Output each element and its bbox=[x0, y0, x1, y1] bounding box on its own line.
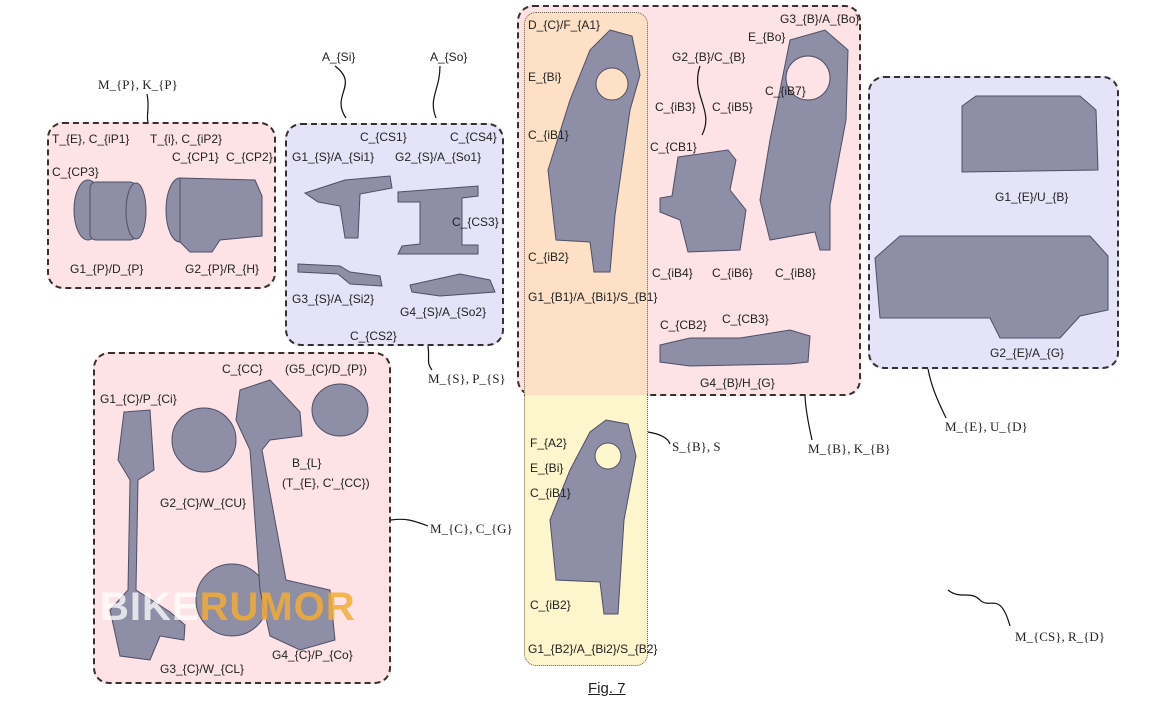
label-ccp3: C_{CP3} bbox=[52, 165, 99, 179]
label-ccc: C_{CC} bbox=[222, 362, 263, 376]
label-g4b: G4_{B}/H_{G} bbox=[700, 376, 775, 390]
part-g2s bbox=[397, 185, 479, 255]
part-g4c-outer-plate bbox=[235, 379, 336, 651]
label-cib2: C_{iB2} bbox=[528, 250, 569, 264]
arrow-label-asi: A_{Si} bbox=[322, 50, 356, 64]
label-cib5: C_{iB5} bbox=[712, 100, 753, 114]
ref-mp-kp: M_{P}, K_{P} bbox=[98, 77, 178, 92]
label-dc-fa1: D_{C}/F_{A1} bbox=[528, 18, 601, 32]
label-ccp1: C_{CP1} bbox=[172, 150, 219, 164]
label-cib1-2: C_{iB1} bbox=[530, 486, 571, 500]
part-g4s bbox=[409, 273, 496, 297]
label-g2p: G2_{P}/R_{H} bbox=[185, 262, 260, 276]
part-g1c-inner-plate bbox=[109, 409, 186, 661]
label-bl: B_{L} bbox=[292, 456, 322, 470]
label-ccs4: C_{CS4} bbox=[450, 130, 497, 144]
label-cib4: C_{iB4} bbox=[652, 266, 693, 280]
label-cib3: C_{iB3} bbox=[655, 100, 696, 114]
label-g3c: G3_{C}/W_{CL} bbox=[160, 662, 245, 676]
label-g4s: G4_{S}/A_{So2} bbox=[400, 305, 487, 319]
label-g2e: G2_{E}/A_{G} bbox=[990, 346, 1065, 360]
part-g3s bbox=[297, 263, 383, 287]
part-g5c-drive bbox=[311, 383, 369, 437]
arrow-label-aso: A_{So} bbox=[430, 50, 468, 64]
part-g4b bbox=[659, 329, 811, 367]
label-cib2-2: C_{iB2} bbox=[530, 598, 571, 612]
label-ccb1: C_{CB1} bbox=[650, 140, 697, 154]
label-cib6: C_{iB6} bbox=[712, 266, 753, 280]
figure-caption: Fig. 7 bbox=[588, 680, 626, 697]
label-ccp2: C_{CP2} bbox=[226, 150, 273, 164]
label-fa2: F_{A2} bbox=[530, 436, 567, 450]
part-g1b2 bbox=[549, 419, 637, 615]
label-g5c: (G5_{C}/D_{P}) bbox=[285, 362, 368, 376]
label-g1c: G1_{C}/P_{Ci} bbox=[100, 392, 177, 406]
label-g2c: G2_{C}/W_{CU} bbox=[160, 496, 247, 510]
group-s-box bbox=[285, 123, 504, 346]
label-g1p: G1_{P}/D_{P} bbox=[70, 262, 144, 276]
label-cib1: C_{iB1} bbox=[528, 128, 569, 142]
label-g2s: G2_{S}/A_{So1} bbox=[395, 150, 482, 164]
watermark-logo: BIKERUMOR bbox=[100, 585, 356, 629]
part-g2p-housing bbox=[165, 177, 263, 253]
label-g1e: G1_{E}/U_{B} bbox=[995, 190, 1069, 204]
part-g1b1 bbox=[547, 29, 641, 273]
ref-me-ud: M_{E}, U_{D} bbox=[945, 419, 1028, 434]
ref-mc-cg: M_{C}, C_{G} bbox=[430, 521, 513, 536]
label-te-cip1: T_{E}, C_{iP1} bbox=[52, 132, 130, 146]
part-g1p-drive bbox=[73, 179, 147, 241]
label-ebi: E_{Bi} bbox=[528, 70, 562, 84]
ref-mcs-rd: M_{CS}, R_{D} bbox=[1015, 629, 1105, 644]
label-g3s: G3_{S}/A_{Si2} bbox=[292, 292, 375, 306]
ref-sb-s: S_{B}, S bbox=[672, 439, 721, 454]
label-ti-cip2: T_{i}, C_{iP2} bbox=[150, 132, 223, 146]
part-g1s bbox=[303, 175, 393, 239]
label-ccs1: C_{CS1} bbox=[360, 130, 407, 144]
part-g2e-actuator bbox=[874, 235, 1109, 339]
label-te-ccc: (T_{E}, C'_{CC}) bbox=[282, 476, 370, 490]
label-cib7: C_{iB7} bbox=[765, 84, 806, 98]
label-ccs3: C_{CS3} bbox=[452, 215, 499, 229]
label-ccs2: C_{CS2} bbox=[350, 329, 397, 343]
part-g2b bbox=[659, 149, 747, 253]
label-g4c: G4_{C}/P_{Co} bbox=[272, 648, 353, 662]
label-cib8: C_{iB8} bbox=[775, 266, 816, 280]
part-g2c-upper-wheel bbox=[171, 407, 237, 473]
label-g1b1: G1_{B1}/A_{Bi1}/S_{B1} bbox=[528, 290, 658, 304]
label-g1b2: G1_{B2}/A_{Bi2}/S_{B2} bbox=[528, 642, 658, 656]
label-ccb3: C_{CB3} bbox=[722, 312, 769, 326]
label-ebo: E_{Bo} bbox=[748, 30, 786, 44]
label-g1s: G1_{S}/A_{Si1} bbox=[292, 150, 375, 164]
part-g1e-battery bbox=[961, 95, 1099, 173]
ref-ms-ps: M_{S}, P_{S} bbox=[428, 371, 506, 386]
label-ccb2: C_{CB2} bbox=[660, 318, 707, 332]
ref-mb-kb: M_{B}, K_{B} bbox=[808, 441, 891, 456]
label-g3b: G3_{B}/A_{Bo} bbox=[780, 12, 860, 26]
label-g2b: G2_{B}/C_{B} bbox=[672, 50, 746, 64]
label-ebi-2: E_{Bi} bbox=[530, 461, 564, 475]
